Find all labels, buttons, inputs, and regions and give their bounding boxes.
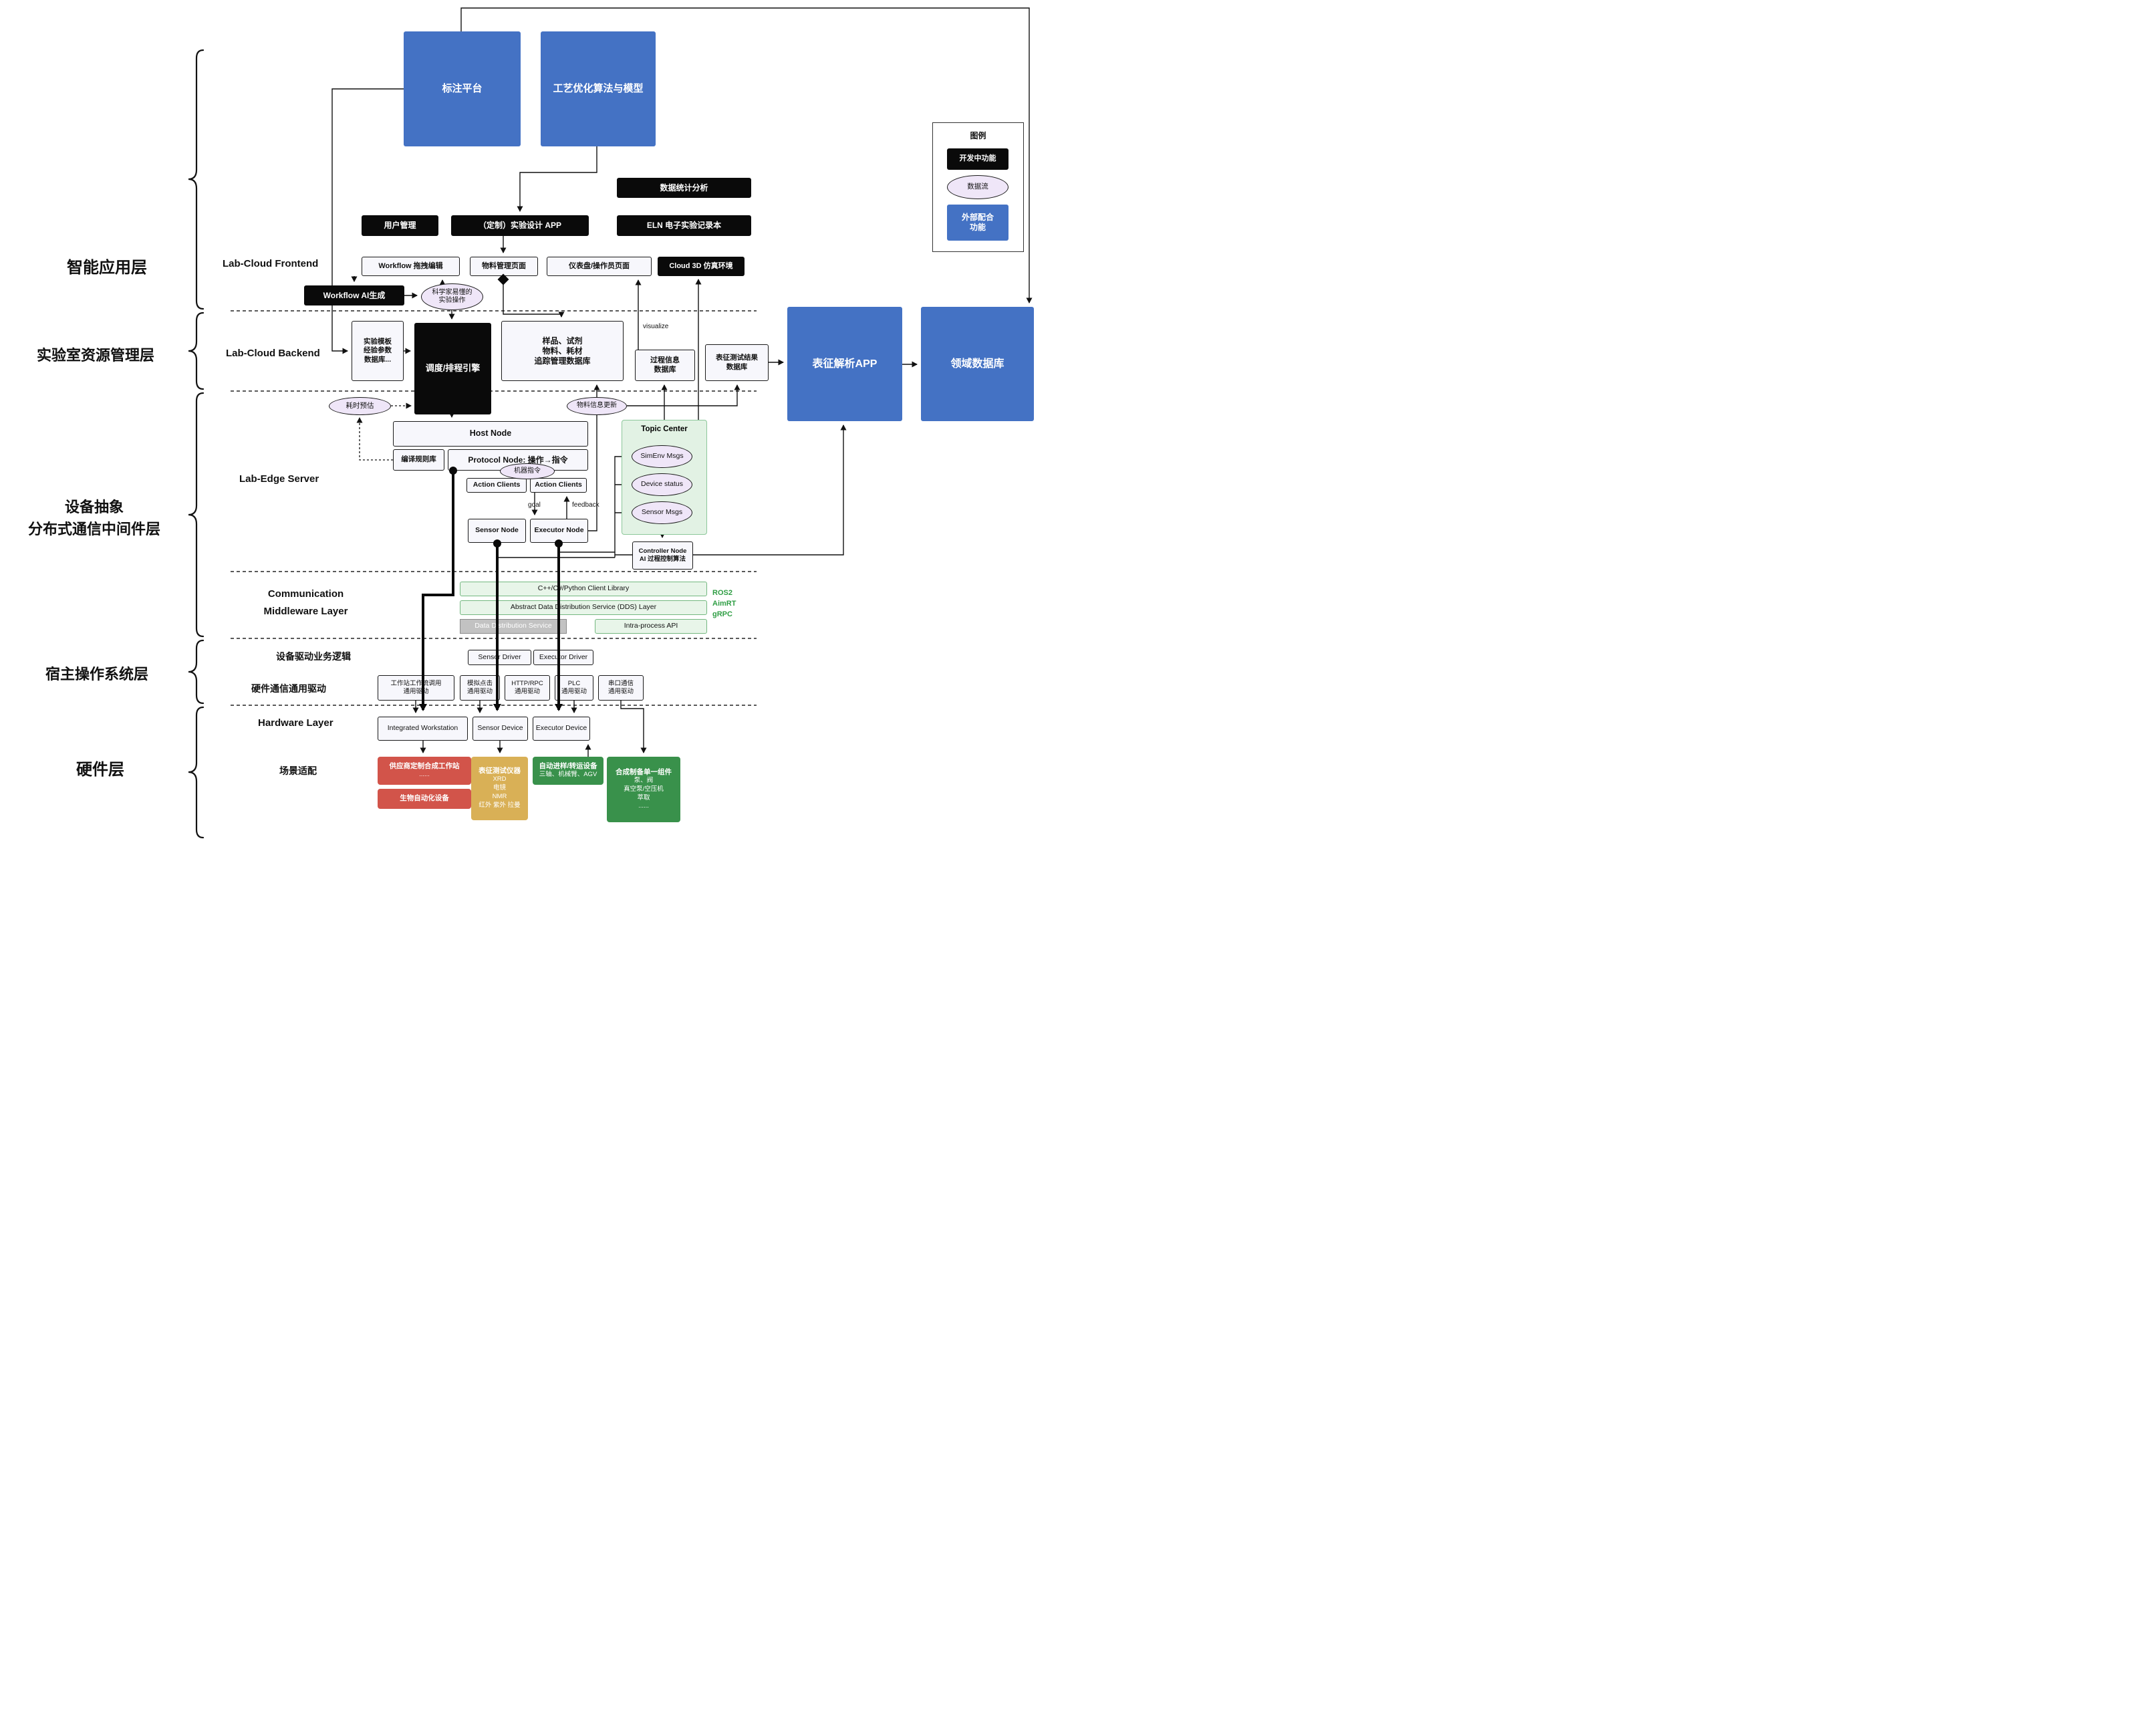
vendor-workstation-title: 供应商定制合成工作站 <box>389 762 460 771</box>
node-scheduler: 调度/排程引擎 <box>414 323 491 414</box>
label-goal: goal <box>528 501 541 509</box>
label-middleware-stack: ROS2 AimRT gRPC <box>712 589 736 618</box>
label-feedback: feedback <box>572 501 599 509</box>
layer-label-device-abstraction: 设备抽象 分布式通信中间件层 <box>27 499 160 537</box>
node-executor-driver: Executor Driver <box>533 650 593 665</box>
node-transfer-devices: 自动进样/转运设备 三轴、机械臂、AGV <box>533 757 603 785</box>
layer-label-host-os: 宿主操作系统层 <box>45 666 148 683</box>
node-intra-process: Intra-process API <box>595 619 707 634</box>
node-process-optimization: 工艺优化算法与模型 <box>541 31 656 146</box>
legend-in-dev: 开发中功能 <box>947 148 1008 170</box>
section-label-comm-middleware: Communication Middleware Layer <box>263 588 348 617</box>
node-data-stats: 数据统计分析 <box>617 178 751 198</box>
legend-data-flow: 数据流 <box>947 175 1008 199</box>
node-drv-click: 模拟点击 通用驱动 <box>460 675 500 701</box>
synthesis-components-body: 泵、阀 真空泵/空压机 萃取 ...... <box>624 776 664 810</box>
node-drv-plc: PLC 通用驱动 <box>555 675 593 701</box>
node-workflow-ai: Workflow AI生成 <box>304 285 404 305</box>
node-sensor-msgs: Sensor Msgs <box>632 501 692 524</box>
node-annotation-platform: 标注平台 <box>404 31 521 146</box>
node-cloud-3d: Cloud 3D 仿真环境 <box>658 257 745 276</box>
node-drv-serial: 串口通信 通用驱动 <box>598 675 644 701</box>
legend-external: 外部配合 功能 <box>947 205 1008 241</box>
topic-center-title: Topic Center <box>641 425 688 433</box>
section-label-device-driver-logic: 设备驱动业务逻辑 <box>276 651 351 662</box>
layer-braces <box>188 49 205 839</box>
node-synthesis-components: 合成制备单一组件 泵、阀 真空泵/空压机 萃取 ...... <box>607 757 680 822</box>
layer-label-hardware: 硬件层 <box>76 761 124 779</box>
section-label-frontend: Lab-Cloud Frontend <box>223 258 319 269</box>
node-workflow-editor: Workflow 拖拽编辑 <box>362 257 460 276</box>
node-dashboard-page: 仪表盘/操作员页面 <box>547 257 652 276</box>
layer-label-resource: 实验室资源管理层 <box>36 347 154 364</box>
node-eln: ELN 电子实验记录本 <box>617 215 751 236</box>
node-bio-automation: 生物自动化设备 <box>378 789 471 809</box>
node-device-status: Device status <box>632 473 692 496</box>
section-label-scenario: 场景适配 <box>279 765 317 776</box>
synthesis-components-title: 合成制备单一组件 <box>616 767 672 776</box>
node-char-result-db: 表征测试结果 数据库 <box>705 344 769 381</box>
node-dds-abstract: Abstract Data Distribution Service (DDS)… <box>460 600 707 615</box>
node-integrated-workstation: Integrated Workstation <box>378 717 468 741</box>
bio-automation-label: 生物自动化设备 <box>400 794 449 803</box>
node-compile-rules: 编译规则库 <box>393 449 444 471</box>
transfer-devices-body: 三轴、机械臂、AGV <box>539 771 597 779</box>
transfer-devices-title: 自动进样/转运设备 <box>539 762 597 771</box>
section-label-edge-server: Lab-Edge Server <box>239 473 319 485</box>
node-drv-workstation: 工作站工作流调用 通用驱动 <box>378 675 454 701</box>
node-sensor-driver: Sensor Driver <box>468 650 531 665</box>
node-sensor-node: Sensor Node <box>468 519 526 543</box>
node-char-instruments: 表征测试仪器 XRD 电镜 NMR 红外 紫外 拉曼 <box>471 757 528 820</box>
node-client-library: C++/C#/Python Client Library <box>460 582 707 596</box>
label-visualize: visualize <box>643 323 669 330</box>
section-label-hardware-layer: Hardware Layer <box>258 717 333 729</box>
node-executor-device: Executor Device <box>533 717 590 741</box>
node-vendor-workstation: 供应商定制合成工作站 ...... <box>378 757 471 785</box>
node-domain-db: 领域数据库 <box>921 307 1034 421</box>
node-drv-http: HTTP/RPC 通用驱动 <box>505 675 550 701</box>
node-time-estimate: 耗时预估 <box>329 397 391 415</box>
section-label-generic-hw-driver: 硬件通信通用驱动 <box>251 683 326 694</box>
legend-title: 图例 <box>970 131 986 140</box>
node-host-node: Host Node <box>393 421 588 447</box>
node-material-page: 物料管理页面 <box>470 257 538 276</box>
node-user-mgmt: 用户管理 <box>362 215 438 236</box>
vendor-workstation-body: ...... <box>419 771 430 779</box>
node-dds-service: Data Distribution Service <box>460 619 567 634</box>
node-custom-design-app: （定制）实验设计 APP <box>451 215 589 236</box>
node-material-update: 物料信息更新 <box>567 397 627 415</box>
node-char-analysis-app: 表征解析APP <box>787 307 902 421</box>
node-controller-node: Controller Node AI 过程控制算法 <box>632 541 693 570</box>
node-executor-node: Executor Node <box>530 519 588 543</box>
char-instruments-body: XRD 电镜 NMR 红外 紫外 拉曼 <box>479 775 521 809</box>
node-action-clients-left: Action Clients <box>466 478 527 493</box>
node-simenv-msgs: SimEnv Msgs <box>632 445 692 468</box>
char-instruments-title: 表征测试仪器 <box>479 767 521 775</box>
node-sci-friendly-ops: 科学家易懂的 实验操作 <box>421 283 483 310</box>
node-machine-cmd: 机器指令 <box>500 463 555 479</box>
node-action-clients-right: Action Clients <box>530 478 587 493</box>
node-sensor-device: Sensor Device <box>473 717 528 741</box>
node-sample-db: 样品、试剂 物料、耗材 追踪管理数据库 <box>501 321 624 381</box>
node-process-info-db: 过程信息 数据库 <box>635 350 695 381</box>
node-template-db: 实验模板 经验参数 数据库... <box>352 321 404 381</box>
layer-label-app: 智能应用层 <box>67 259 147 277</box>
section-label-backend: Lab-Cloud Backend <box>226 348 320 359</box>
architecture-diagram: 智能应用层 实验室资源管理层 设备抽象 分布式通信中间件层 宿主操作系统层 硬件… <box>0 0 1078 860</box>
